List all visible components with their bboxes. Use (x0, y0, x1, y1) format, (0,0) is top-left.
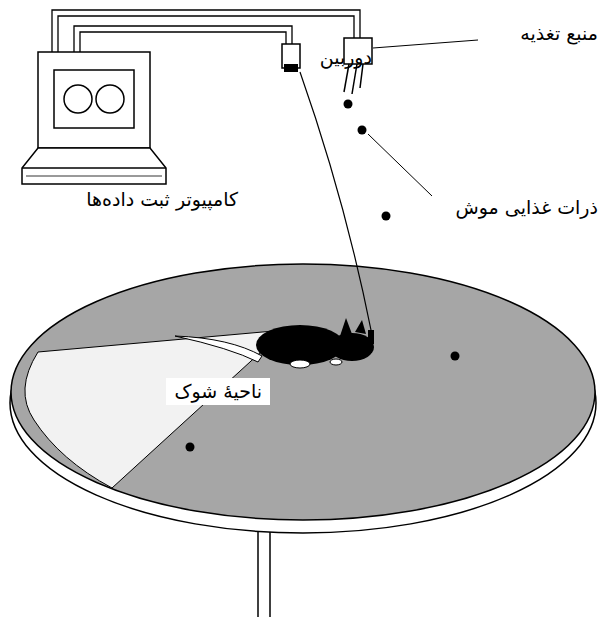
arena-disk (11, 264, 595, 520)
food-pellet (451, 352, 460, 361)
camera (282, 44, 300, 72)
food-pellet (344, 100, 353, 109)
pellet-label: ذرات غذایی موش (456, 196, 598, 219)
food-pellet (382, 212, 391, 221)
computer (22, 52, 166, 184)
feeder-label: منبع تغذیه (520, 22, 598, 45)
tether-cable (300, 72, 371, 330)
data-wire (52, 10, 360, 52)
leader-line (368, 134, 432, 196)
shock-zone (25, 330, 285, 488)
camera-label: دوربین (320, 46, 372, 69)
computer-label: کامپیوتر ثبت داده‌ها (86, 188, 238, 211)
shock-zone-label: ناحیهٔ شوک (166, 378, 270, 405)
food-pellet (358, 126, 367, 135)
food-pellet (186, 443, 195, 452)
stand-pole (258, 520, 270, 617)
leader-line (373, 40, 478, 48)
mouse (175, 318, 374, 368)
